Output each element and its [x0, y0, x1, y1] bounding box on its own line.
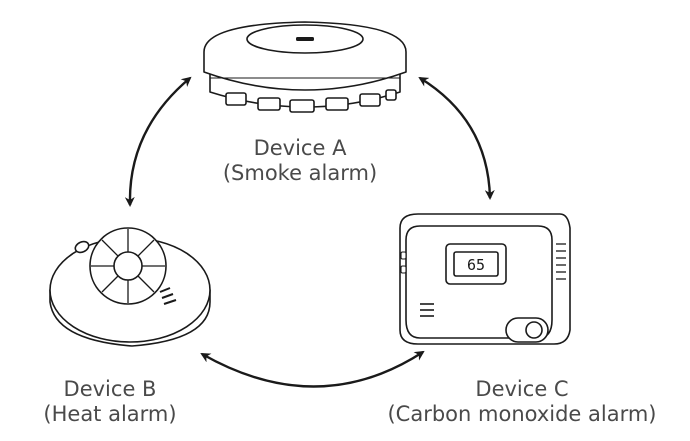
device-b-label: Device B (Heat alarm): [43, 377, 176, 427]
device-a-name: Device A: [253, 136, 347, 160]
arrow-b-c: [200, 350, 425, 388]
arrow-a-b: [124, 76, 192, 207]
device-b-type: (Heat alarm): [43, 402, 177, 426]
device-c-type: (Carbon monoxide alarm): [387, 402, 657, 426]
device-c-name: Device C: [475, 377, 569, 401]
device-a-type: (Smoke alarm): [222, 161, 378, 185]
co-display-reading: 65: [467, 256, 485, 274]
heat-alarm-icon: [49, 227, 211, 347]
device-b-name: Device B: [63, 377, 157, 401]
smoke-alarm-icon: [203, 21, 407, 113]
co-alarm-icon: [399, 213, 571, 345]
device-a-label: Device A (Smoke alarm): [223, 136, 377, 186]
arrow-a-c: [418, 76, 495, 200]
device-c-label: Device C (Carbon monoxide alarm): [387, 377, 656, 427]
